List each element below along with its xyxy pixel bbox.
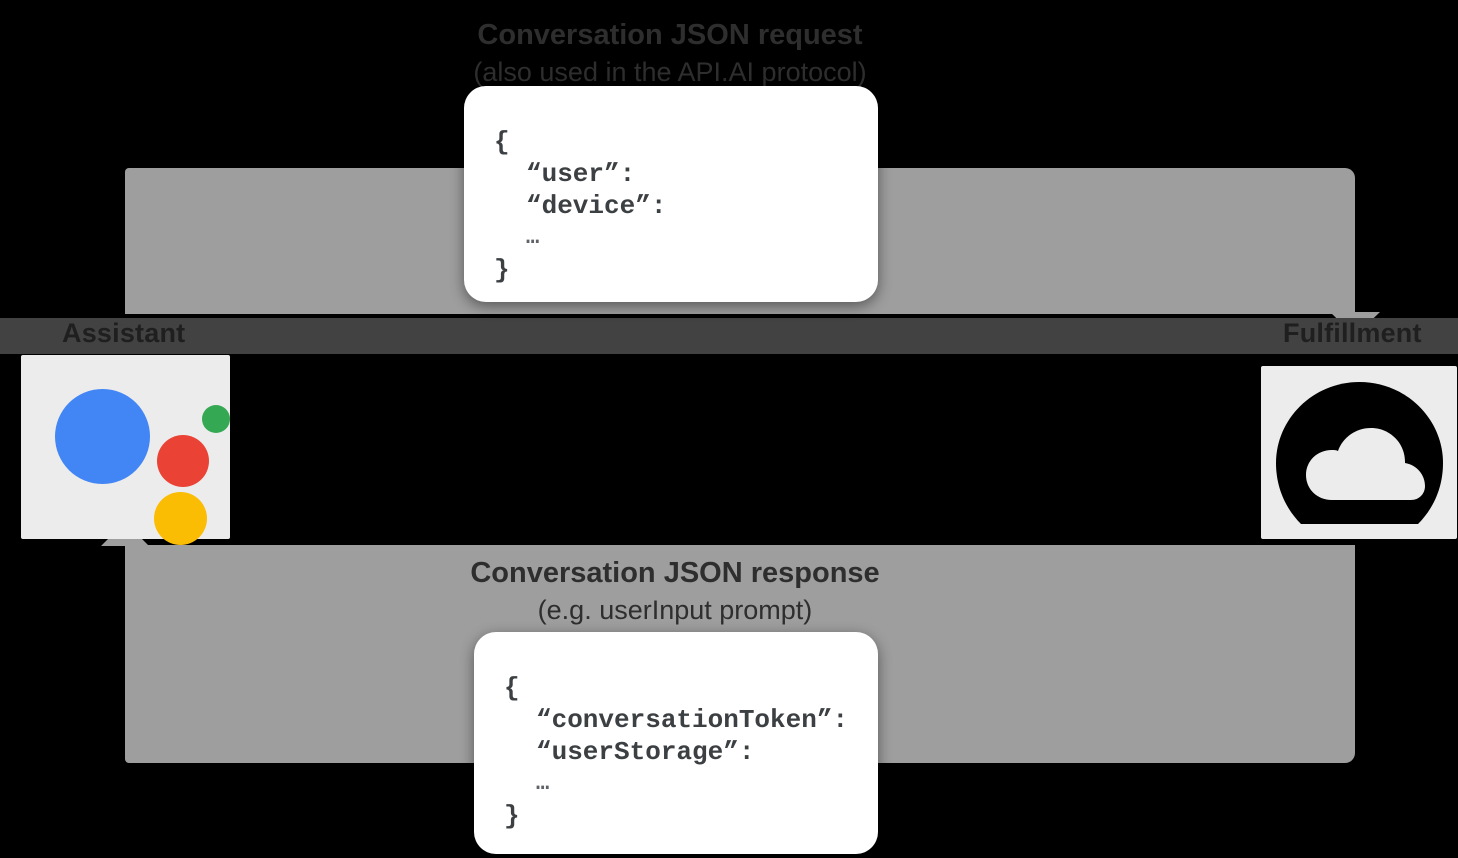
assistant-label: Assistant — [62, 318, 186, 348]
json-line: { — [494, 127, 510, 157]
request-caption-subtitle: (also used in the API.AI protocol) — [473, 57, 867, 87]
fulfillment-label: Fulfillment — [1283, 318, 1422, 348]
assistant-dot-green-icon — [201, 405, 230, 433]
response-caption-title: Conversation JSON response — [470, 557, 880, 589]
request-caption-title: Conversation JSON request — [477, 19, 863, 51]
json-line: } — [494, 255, 510, 285]
response-json-card: { “conversationToken”: “userStorage”: … … — [474, 632, 878, 854]
request-caption: Conversation JSON request (also used in … — [0, 16, 1340, 90]
response-caption-subtitle: (e.g. userInput prompt) — [537, 595, 813, 625]
json-line: { — [504, 673, 520, 703]
assistant-dot-red-icon — [156, 435, 209, 487]
json-line: “userStorage”: — [536, 737, 755, 767]
json-line: } — [504, 801, 520, 831]
google-assistant-icon — [41, 367, 230, 545]
fulfillment-endpoint-tile — [1261, 366, 1457, 539]
json-line: … — [536, 771, 550, 796]
json-line: … — [526, 225, 540, 250]
json-line: “device”: — [526, 191, 667, 221]
json-line: “conversationToken”: — [536, 705, 849, 735]
response-caption: Conversation JSON response (e.g. userInp… — [0, 554, 1350, 628]
request-json-card: { “user”: “device”: … } — [464, 86, 878, 302]
center-divider-strip — [0, 318, 1458, 354]
assistant-dot-blue-icon — [54, 389, 150, 484]
assistant-dot-yellow-icon — [153, 492, 207, 545]
json-line: “user”: — [526, 159, 636, 189]
cloud-icon — [1275, 381, 1443, 524]
assistant-endpoint-tile — [21, 355, 230, 545]
